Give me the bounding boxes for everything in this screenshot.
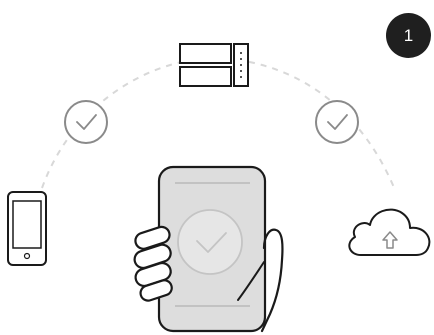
step-number-badge: 1 (386, 13, 431, 58)
step-number-label: 1 (404, 27, 413, 44)
server-rack-icon (180, 44, 248, 86)
phone-in-hand-icon (132, 167, 282, 331)
cloud-upload-icon (349, 210, 429, 255)
hand-fingers (132, 225, 173, 303)
center-check-circle-icon (178, 210, 242, 274)
smartphone-icon (8, 192, 46, 265)
right-check-circle-icon (316, 101, 358, 143)
left-check-circle-icon (65, 101, 107, 143)
